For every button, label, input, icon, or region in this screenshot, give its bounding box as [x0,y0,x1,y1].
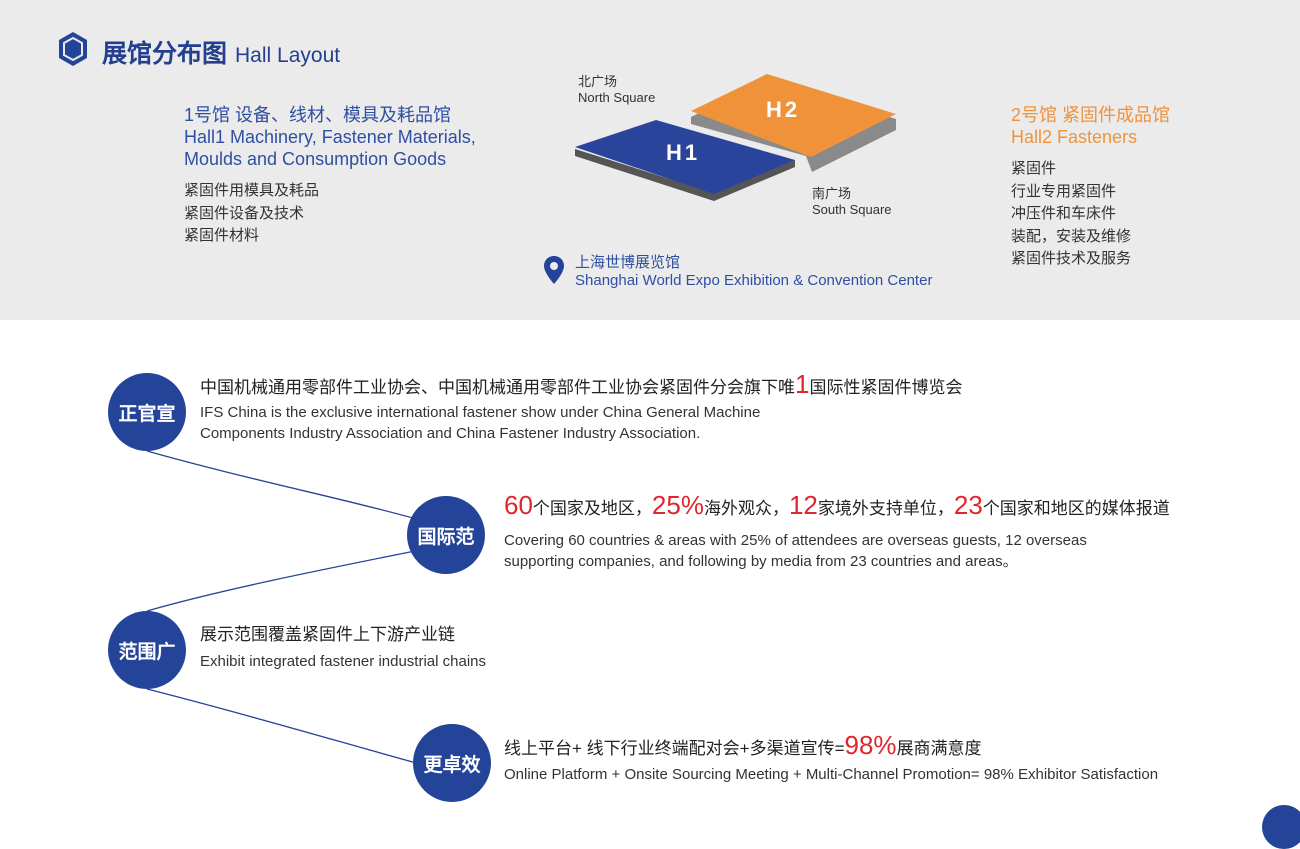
hall1-heading: 1号馆 设备、线材、模具及耗品馆 Hall1 Machinery, Fasten… [184,105,476,169]
hall1-info: 1号馆 设备、线材、模具及耗品馆 Hall1 Machinery, Fasten… [184,104,476,248]
feature-international: 60个国家及地区，25%海外观众，12家境外支持单位，23个国家和地区的媒体报道… [504,492,1170,572]
feature-en: Exhibit integrated fastener industrial c… [200,653,486,670]
feature-en: Online Platform + Onsite Sourcing Meetin… [504,766,1159,783]
hall2-items: 紧固件 行业专用紧固件 冲压件和车床件 装配，安装及维修 紧固件技术及服务 [1011,158,1170,271]
h2-label: H2 [766,97,801,122]
feature-cn: 60个国家及地区，25%海外观众，12家境外支持单位，23个国家和地区的媒体报道 [504,490,1170,520]
h1-label: H1 [666,140,701,165]
h2-plate [691,74,896,157]
location-pin-icon [544,256,564,284]
badge-coverage: 范围广 [108,611,186,689]
badge-efficiency: 更卓效 [413,724,491,802]
list-item: 紧固件技术及服务 [1011,250,1132,267]
feature-cn: 展示范围覆盖紧固件上下游产业链 [200,625,455,644]
list-item: 紧固件材料 [184,227,260,244]
feature-en: Covering 60 countries & areas with 25% o… [504,532,1087,570]
list-item: 行业专用紧固件 [1011,182,1117,200]
list-item: 紧固件用模具及耗品 [184,182,320,199]
badge-international: 国际范 [407,496,485,574]
feature-efficiency: 线上平台+ 线下行业终端配对会+多渠道宣传=98%展商满意度 Online Pl… [504,732,1158,785]
hall-map [575,74,896,201]
feature-official: 中国机械通用零部件工业协会、中国机械通用零部件工业协会紧固件分会旗下唯1国际性紧… [200,371,962,444]
feature-cn: 中国机械通用零部件工业协会、中国机械通用零部件工业协会紧固件分会旗下唯1国际性紧… [200,369,963,399]
feature-cn: 线上平台+ 线下行业终端配对会+多渠道宣传=98%展商满意度 [504,730,982,760]
hall2-info: 2号馆 紧固件成品馆 Hall2 Fasteners 紧固件 行业专用紧固件 冲… [1011,104,1170,271]
badge-official: 正官宣 [108,373,186,451]
feature-coverage: 展示范围覆盖紧固件上下游产业链 Exhibit integrated faste… [200,622,486,672]
hexagon-icon [59,32,87,66]
h1-plate-side [575,149,795,201]
h1-plate [575,120,795,194]
list-item: 紧固件设备及技术 [184,204,305,222]
list-item: 冲压件和车床件 [1011,205,1117,222]
connector-lines [146,450,421,765]
hall2-heading: 2号馆 紧固件成品馆 Hall2 Fasteners [1011,105,1171,147]
list-item: 装配，安装及维修 [1011,227,1132,245]
hall1-items: 紧固件用模具及耗品 紧固件设备及技术 紧固件材料 [184,180,476,248]
feature-en: IFS China is the exclusive international… [200,404,761,442]
scroll-top-button[interactable] [1262,805,1300,849]
list-item: 紧固件 [1011,160,1057,177]
